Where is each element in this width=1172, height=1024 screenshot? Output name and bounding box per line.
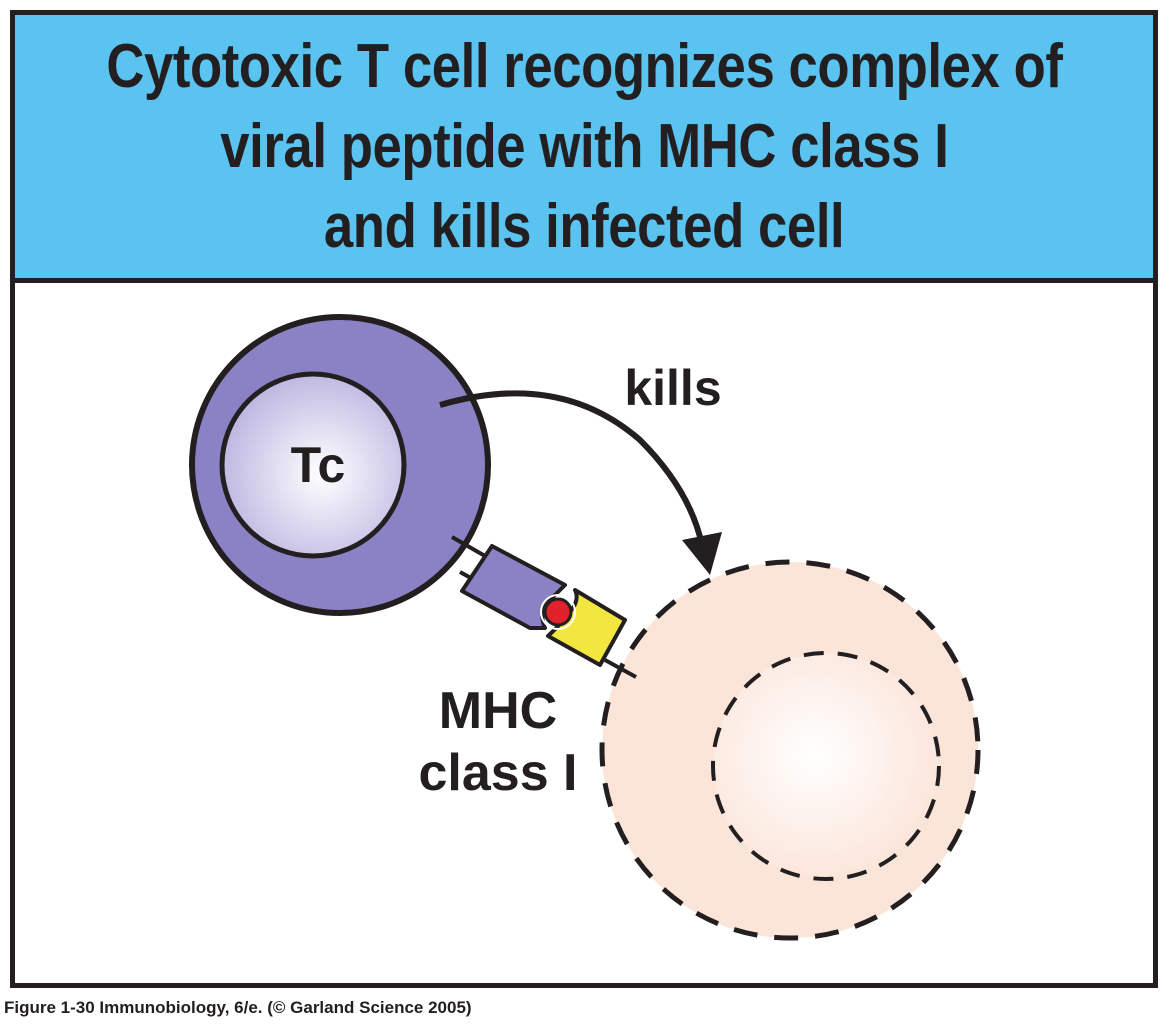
infected-cell-nucleus [711,651,941,881]
title-line-2: viral peptide with MHC class I [219,111,949,181]
kills-label: kills [624,360,721,416]
kills-arrow [439,390,705,546]
title-line-1: Cytotoxic T cell recognizes complex of [105,31,1063,101]
mhc-label-line-1: MHC [439,682,557,740]
title-line-3: and kills infected cell [323,191,845,261]
tc-label: Tc [291,437,346,493]
t-cell-nucleus [219,371,407,559]
figure-caption: Figure 1-30 Immunobiology, 6/e. (© Garla… [4,998,472,1017]
mhc-label-line-2: class I [418,744,577,802]
kills-arrowhead [682,532,722,575]
viral-peptide-ring [540,594,576,630]
figure-frame: Cytotoxic T cell recognizes complex of v… [10,10,1158,988]
title-band: Cytotoxic T cell recognizes complex of v… [15,15,1153,283]
viral-peptide [543,597,573,627]
